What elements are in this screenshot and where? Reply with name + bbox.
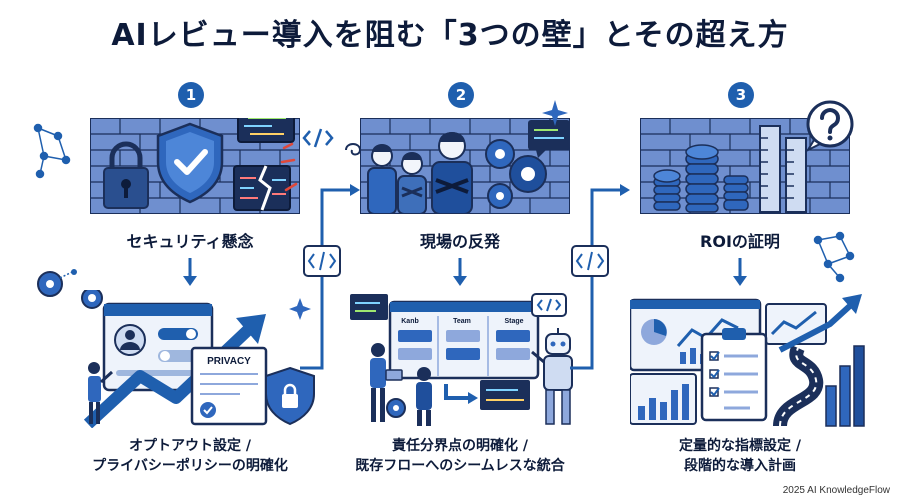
coin-stack-icon xyxy=(653,144,749,213)
padlock-icon xyxy=(103,141,149,209)
step-number-3: 3 xyxy=(728,82,754,108)
gear-icon xyxy=(81,290,103,309)
network-icon xyxy=(33,123,71,179)
workflow-integration-scene: Kanb Team Stage xyxy=(350,293,573,426)
sparkle-icon xyxy=(542,100,568,126)
solution-security-line2: プライバシーポリシーの明確化 xyxy=(92,458,288,474)
shield-check-icon xyxy=(156,122,224,204)
kanban-board-icon: Kanb Team Stage xyxy=(388,300,540,380)
down-arrow-icon xyxy=(733,258,747,286)
line-chart-window-icon xyxy=(765,303,827,345)
solution-security-line1: オプトアウト設定 / xyxy=(129,438,251,454)
resisting-people-icon xyxy=(367,132,473,214)
privacy-document-icon: PRIVACY xyxy=(190,346,268,426)
step-number-2: 2 xyxy=(448,82,474,108)
solution-resistance-line2: 既存フローへのシームレスな統合 xyxy=(355,458,565,474)
question-bubble-icon xyxy=(805,100,854,153)
metrics-plan-scene xyxy=(630,294,865,428)
code-tag-icon xyxy=(303,245,341,277)
code-window-icon xyxy=(350,294,388,320)
measuring-ruler-icon xyxy=(759,125,807,213)
solution-resistance-line1: 責任分界点の明確化 / xyxy=(392,438,528,454)
code-bubble-icon xyxy=(528,120,570,158)
brick-wall-security xyxy=(90,118,300,214)
flow-arrow-icon xyxy=(444,384,470,400)
page-title: AIレビュー導入を阻む「3つの壁」とその超え方 xyxy=(111,18,789,53)
column-roi: 3 xyxy=(610,0,870,502)
checklist-clipboard-icon xyxy=(700,328,768,422)
code-tag-icon xyxy=(571,245,609,277)
rising-arrow-icon xyxy=(778,301,855,353)
brick-wall-resistance xyxy=(360,118,570,214)
wall-label-resistance: 現場の反発 xyxy=(419,232,500,251)
down-arrow-icon xyxy=(453,258,467,286)
privacy-scene: PRIVACY xyxy=(81,290,315,428)
privacy-doc-label: PRIVACY xyxy=(207,356,251,367)
connector-arrow-1-2 xyxy=(300,184,360,370)
board-column-label: Stage xyxy=(504,318,523,325)
code-tag-icon xyxy=(302,128,334,148)
connector-arrow-2-3 xyxy=(570,184,630,370)
footer-credit: 2025 AI KnowledgeFlow xyxy=(782,485,890,496)
alert-spark-icon xyxy=(280,142,298,192)
solution-security: オプトアウト設定 / プライバシーポリシーの明確化 xyxy=(60,436,320,476)
solution-roi-line1: 定量的な指標設定 / xyxy=(679,438,801,454)
code-tag-bubble-icon xyxy=(531,293,567,317)
column-security: 1 xyxy=(60,0,320,502)
wall-label-security: セキュリティ懸念 xyxy=(126,232,254,251)
code-window-icon xyxy=(480,380,530,410)
solution-resistance: 責任分界点の明確化 / 既存フローへのシームレスな統合 xyxy=(330,436,590,476)
step-number-1: 1 xyxy=(178,82,204,108)
gears-icon xyxy=(485,139,547,209)
person-icon xyxy=(88,362,114,424)
brick-wall-roi xyxy=(640,118,850,214)
gear-icon xyxy=(386,398,406,418)
privacy-settings-window-icon xyxy=(102,302,214,392)
scribble-icon xyxy=(345,143,362,156)
shield-lock-icon xyxy=(265,366,315,426)
board-column-label: Kanb xyxy=(401,318,419,325)
wall-label-roi: ROIの証明 xyxy=(700,232,780,251)
gear-icon xyxy=(37,269,77,297)
bar-chart-window-icon xyxy=(630,373,697,425)
network-icon xyxy=(813,231,855,283)
board-column-label: Team xyxy=(453,318,471,325)
person-icon xyxy=(370,343,403,422)
down-arrow-icon xyxy=(183,258,197,286)
column-resistance: 2 xyxy=(330,0,590,502)
robot-icon xyxy=(531,328,573,425)
solution-roi: 定量的な指標設定 / 段階的な導入計画 xyxy=(610,436,870,476)
person-icon xyxy=(416,367,432,426)
rising-bars-icon xyxy=(825,345,865,427)
code-window-icon xyxy=(237,118,295,143)
sparkle-icon xyxy=(289,298,311,320)
solution-roi-line2: 段階的な導入計画 xyxy=(684,458,796,474)
